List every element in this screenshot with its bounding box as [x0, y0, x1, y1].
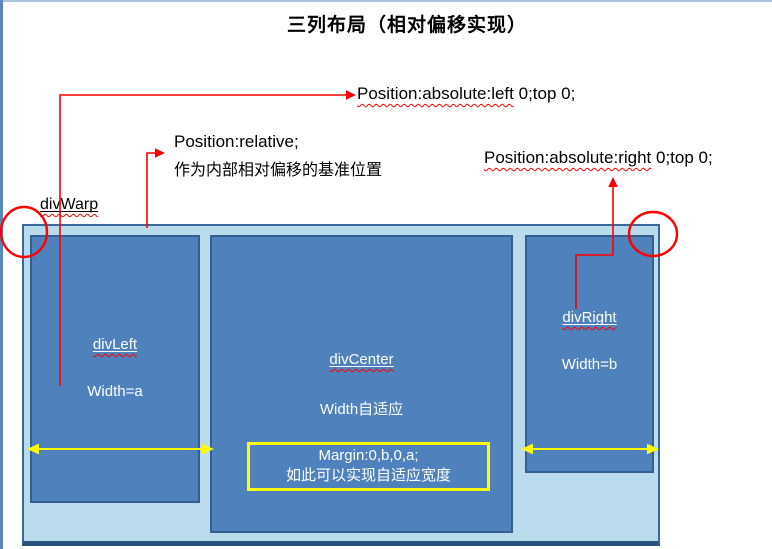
margin-note-line2: 如此可以实现自适应宽度: [285, 467, 451, 484]
divcenter-box: divCenter Width自适应 Margin:0,b,0,a; 如此可以实…: [210, 235, 513, 533]
divcenter-label-text: divCenter: [329, 351, 394, 368]
divright-width-label: Width=b: [561, 356, 618, 373]
divwarp-container: divLeft Width=a divCenter Width自适应 Margi…: [22, 224, 660, 546]
divright-label-underline: divRight: [562, 309, 616, 326]
divleft-label-underline: divLeft: [93, 336, 137, 353]
annotation-relative: Position:relative; 作为内部相对偏移的基准位置: [174, 132, 382, 180]
divright-box: divRight Width=b: [525, 235, 654, 473]
annotation-absolute-right-wavy-text: Position:absolute:right: [484, 148, 652, 167]
arrow-relative-head-icon: [155, 148, 165, 158]
divright-label: divRight: [527, 309, 652, 326]
divcenter-width-label: Width自适应: [319, 401, 404, 418]
divright-label-text: divRight: [562, 309, 617, 326]
annotation-absolute-left: Position:absolute:left 0;top 0;: [357, 84, 575, 104]
arrow-absolute-left-head-icon: [346, 90, 356, 100]
divcenter-label: divCenter: [212, 351, 511, 368]
divleft-width-label: Width=a: [87, 383, 143, 400]
divleft-label-text: divLeft: [92, 336, 138, 353]
divwarp-label-underline: divWarp: [40, 196, 98, 213]
divleft-label: divLeft: [32, 336, 198, 353]
annotation-absolute-right: Position:absolute:right 0;top 0;: [484, 148, 713, 168]
page-left-border: [0, 0, 3, 549]
margin-note-box: Margin:0,b,0,a; 如此可以实现自适应宽度: [247, 442, 490, 491]
page-top-border: [0, 0, 772, 2]
divwarp-label-text: divWarp: [40, 196, 99, 213]
arrow-relative-line: [146, 152, 157, 228]
divwarp-label: divWarp: [40, 196, 98, 214]
annotation-relative-line1: Position:relative;: [174, 132, 299, 151]
divcenter-label-underline: divCenter: [329, 351, 393, 368]
annotation-absolute-left-rest-text: 0;top 0;: [513, 84, 576, 103]
annotation-relative-line2: 作为内部相对偏移的基准位置: [174, 162, 383, 179]
divleft-box: divLeft Width=a: [30, 235, 200, 503]
arrow-absolute-right-head-icon: [608, 177, 618, 187]
diagram-title: 三列布局（相对偏移实现）: [286, 15, 527, 36]
annotation-absolute-left-wavy-text: Position:absolute:left: [357, 84, 514, 103]
annotation-absolute-right-rest-text: 0;top 0;: [651, 148, 713, 167]
margin-note-line1: Margin:0,b,0,a;: [318, 447, 419, 464]
